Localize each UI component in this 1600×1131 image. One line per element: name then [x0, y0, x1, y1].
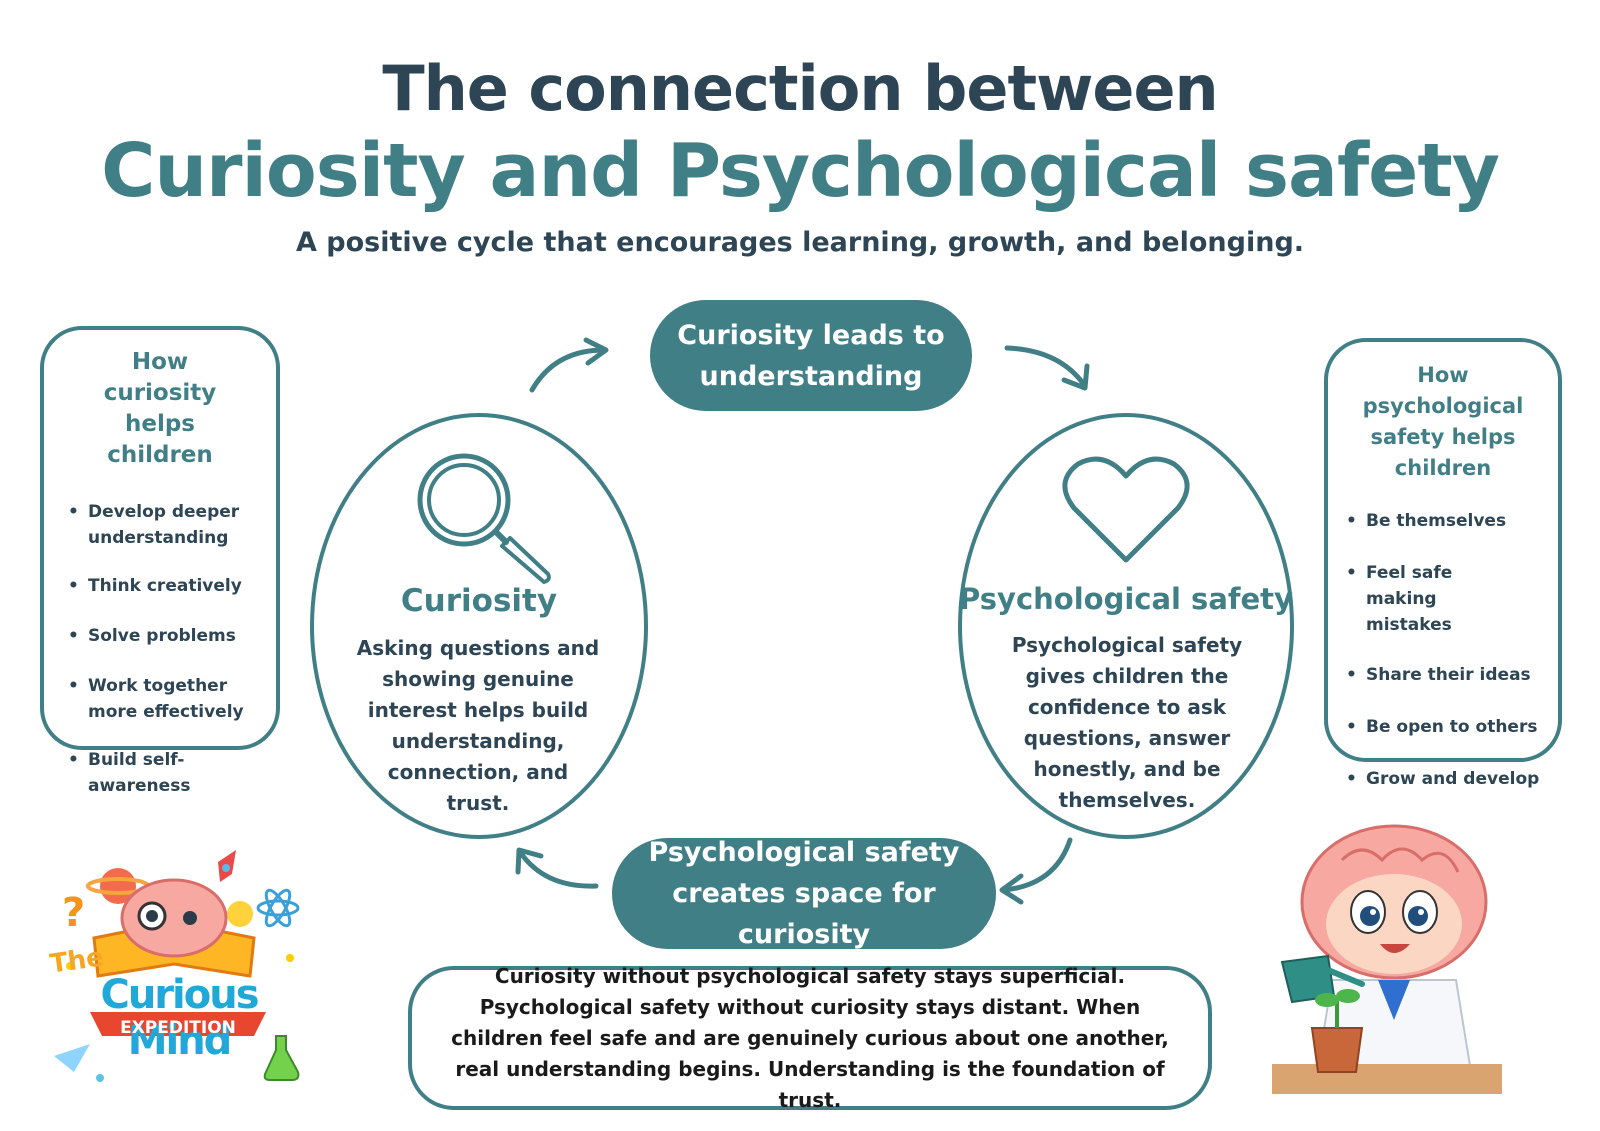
arrow-to-top — [529, 347, 607, 393]
psychological-safety-title: Psychological safety — [959, 582, 1293, 616]
list-item: Be open to others — [1342, 714, 1546, 740]
title-line-2: Curiosity and Psychological safety — [101, 128, 1500, 214]
arrow-to-right — [1004, 345, 1088, 389]
logo-text-curious-mind: Curious Mind — [100, 972, 259, 1064]
arrow-to-left — [517, 849, 599, 889]
top-cycle-pill: Curiosity leads to understanding — [650, 300, 972, 411]
curious-mind-logo: ? The Curious Mind EXPEDITION — [40, 846, 316, 1098]
curiosity-title: Curiosity — [400, 583, 558, 619]
bottom-cycle-text: Psychological safety creates space for c… — [648, 837, 960, 950]
list-item: Be themselves — [1342, 508, 1546, 534]
list-item: Think creatively — [64, 573, 262, 599]
magnifying-glass-icon — [417, 453, 551, 584]
list-item: Feel safe making mistakes — [1342, 560, 1512, 638]
conclusion-box: Curiosity without psychological safety s… — [408, 964, 1212, 1112]
safety-benefits-list: Be themselves Feel safe making mistakes … — [1342, 508, 1546, 792]
logo-illustration: ? — [54, 850, 300, 1082]
list-item: Share their ideas — [1342, 662, 1546, 688]
list-item: Solve problems — [64, 623, 262, 649]
heart-icon — [1062, 456, 1190, 563]
psychological-safety-description: Psychological safety gives children the … — [1011, 633, 1243, 812]
curiosity-benefits-list: Develop deeper understanding Think creat… — [64, 499, 262, 799]
logo-text-expedition: EXPEDITION — [120, 1018, 236, 1038]
arrow-to-bottom — [1001, 837, 1073, 893]
curiosity-benefits-title: How curiosity helps children — [103, 349, 217, 469]
title-line-1: The connection between — [382, 52, 1218, 125]
curiosity-description: Asking questions and showing genuine int… — [356, 636, 600, 815]
top-cycle-text: Curiosity leads to understanding — [677, 319, 945, 392]
list-item: Develop deeper understanding — [64, 499, 262, 551]
brain-scientist-mascot — [1272, 824, 1502, 1094]
list-item: Work together more effectively — [64, 673, 262, 725]
safety-benefits-title: How psychological safety helps children — [1362, 363, 1524, 480]
list-item: Build self-awareness — [64, 747, 194, 799]
bottom-cycle-pill: Psychological safety creates space for c… — [612, 837, 996, 950]
curiosity-oval — [310, 413, 648, 839]
conclusion-text: Curiosity without psychological safety s… — [451, 963, 1169, 1112]
psychological-safety-oval — [958, 413, 1294, 839]
curiosity-benefits-box: How curiosity helps children Develop dee… — [40, 326, 280, 796]
svg-text:?: ? — [62, 890, 85, 936]
safety-benefits-box: How psychological safety helps children … — [1324, 338, 1562, 792]
subtitle: A positive cycle that encourages learnin… — [295, 227, 1305, 258]
list-item: Grow and develop — [1342, 766, 1546, 792]
